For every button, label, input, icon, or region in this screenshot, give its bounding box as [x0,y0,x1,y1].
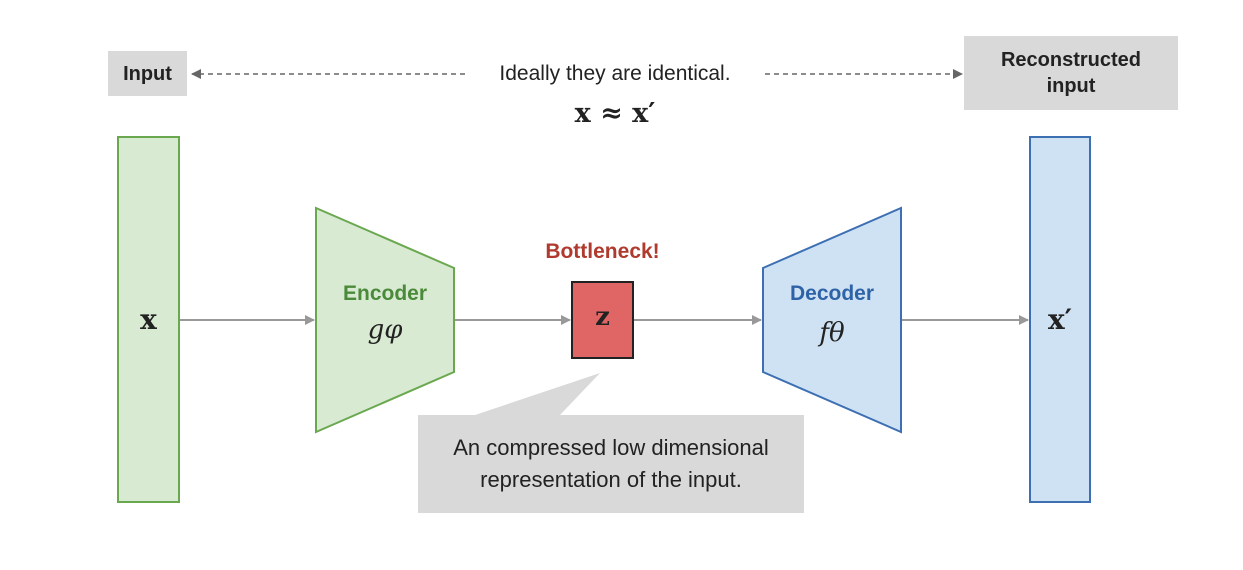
reconstructed-input-label: Reconstructed input [964,36,1178,110]
decoder-label: Decoder [789,282,875,305]
encoder-trapezoid [315,206,455,434]
x-symbol: x [140,303,157,336]
x-prime-symbol: x′ [1047,303,1073,336]
ideal-formula: x ≈ x′ [574,98,656,129]
decoder-symbol: fθ [819,318,845,348]
input-label: Input [108,51,187,96]
z-symbol: z [595,302,610,332]
callout-bubble [418,373,804,513]
bottleneck-label: Bottleneck! [545,240,660,263]
encoder-symbol: gφ [367,315,403,345]
ideal-caption: Ideally they are identical. [499,62,731,85]
decoder-trapezoid [762,206,902,434]
callout-text: An compressed low dimensional representa… [453,435,769,492]
input-bar [117,136,180,503]
encoder-label: Encoder [342,282,428,305]
output-bar [1029,136,1091,503]
z-box [571,281,634,359]
